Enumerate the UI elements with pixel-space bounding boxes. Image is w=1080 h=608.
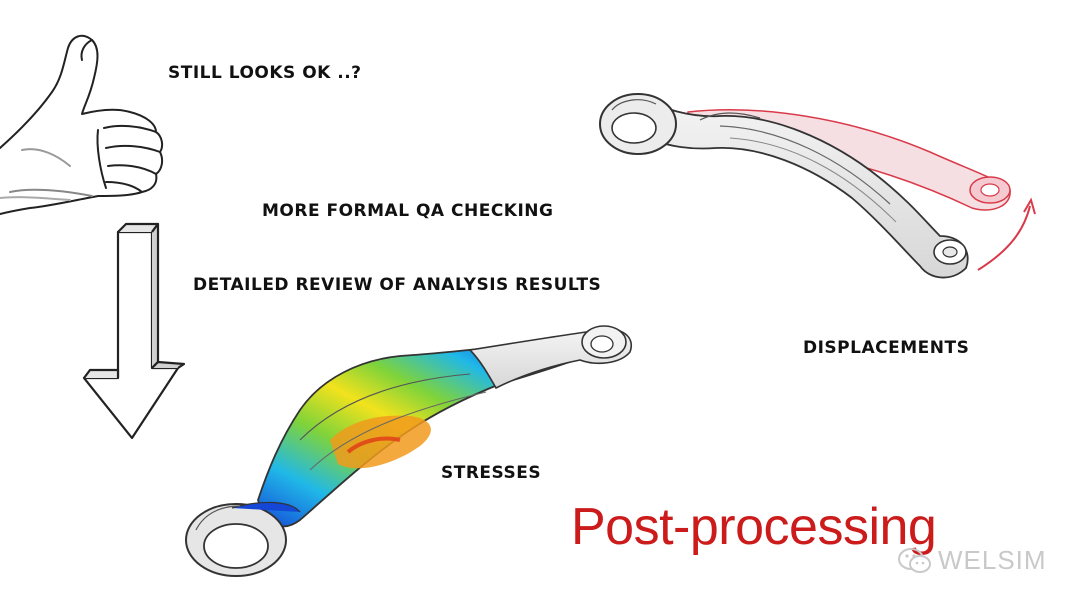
displacement-part-sketch (599, 93, 1036, 279)
still-looks-ok-label: STILL LOOKS OK ..? (168, 63, 362, 83)
watermark-text: WELSIM (938, 545, 1047, 575)
watermark: WELSIM (898, 545, 1047, 576)
detailed-review-label: DETAILED REVIEW OF ANALYSIS RESULTS (193, 275, 602, 295)
wechat-icon (898, 547, 931, 573)
formal-qa-label: MORE FORMAL QA CHECKING (262, 201, 554, 221)
down-arrow-icon (82, 222, 186, 440)
stress-part-sketch (185, 325, 633, 577)
displacements-label: DISPLACEMENTS (803, 338, 970, 358)
post-processing-title: Post-processing (571, 498, 937, 556)
stresses-label: STRESSES (441, 463, 542, 483)
thumbs-up-icon (0, 34, 164, 215)
